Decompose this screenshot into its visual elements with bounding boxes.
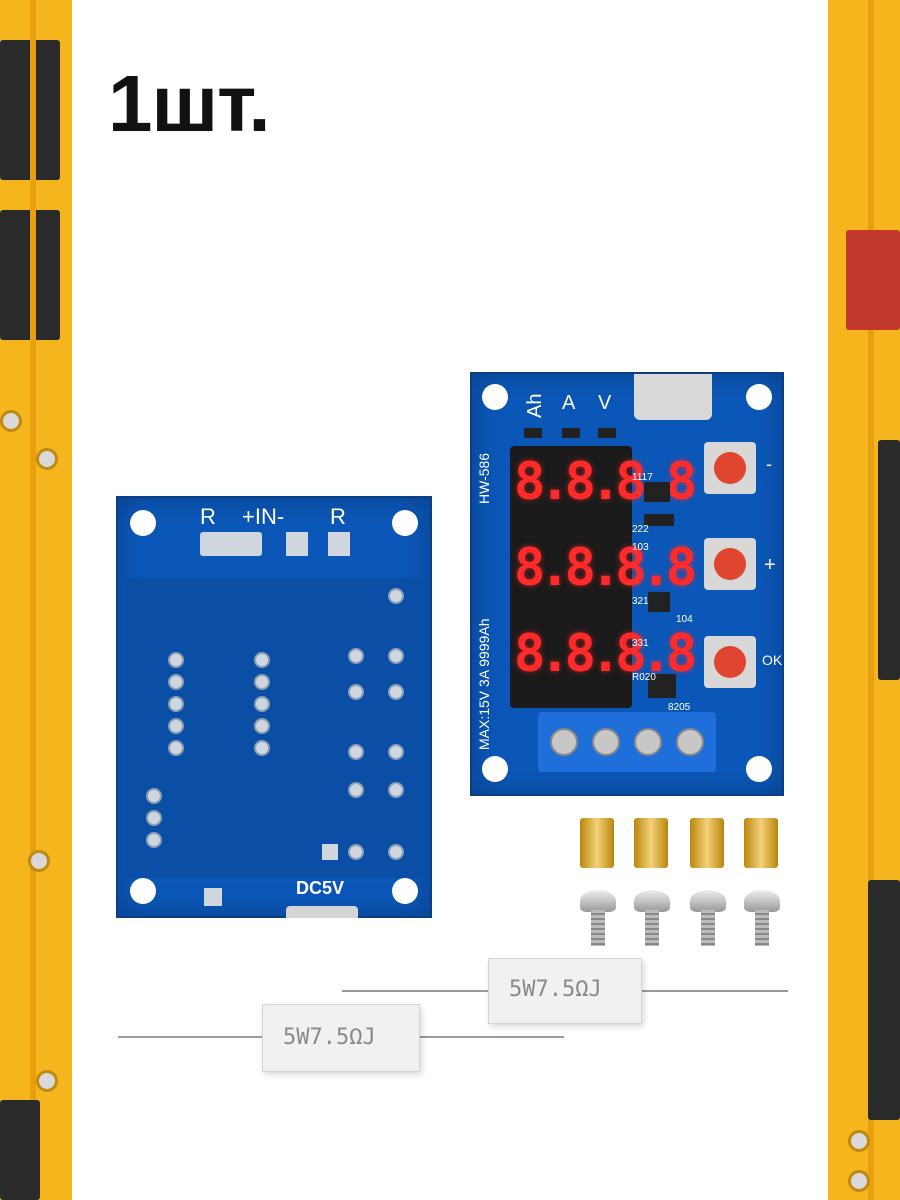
ok-button xyxy=(704,636,756,688)
power-resistor: 5W7.5ΩJ xyxy=(262,1004,420,1072)
solder-pad xyxy=(286,532,308,556)
component-label: 321 xyxy=(632,596,649,607)
indicator-label-v: V xyxy=(598,392,612,414)
resistor-lead xyxy=(418,1036,564,1038)
component-label: 104 xyxy=(676,614,693,625)
back-pcb: R +IN- R DC5V xyxy=(116,496,432,918)
mount-hole xyxy=(482,756,508,782)
mount-hole xyxy=(130,878,156,904)
component-label: 103 xyxy=(632,542,649,553)
solder-pad-strip xyxy=(200,532,262,556)
right-side-board xyxy=(828,0,900,1200)
component-label: 8205 xyxy=(668,702,691,713)
brass-standoff xyxy=(634,818,668,868)
mount-hole xyxy=(746,756,772,782)
screw xyxy=(580,890,616,912)
resistor-lead xyxy=(640,990,788,992)
pin-label-r-left: R xyxy=(200,504,216,529)
solder-pad xyxy=(322,844,338,860)
brass-standoff xyxy=(580,818,614,868)
solder-pad xyxy=(204,888,222,906)
button-label-minus: - xyxy=(766,454,772,474)
screw xyxy=(744,890,780,912)
plus-button xyxy=(704,538,756,590)
specs-label: MAX:15V 3A 9999Ah xyxy=(476,618,492,750)
power-label: DC5V xyxy=(296,878,345,898)
screw-shaft xyxy=(701,910,715,946)
screw-shaft xyxy=(591,910,605,946)
component-label: 331 xyxy=(632,638,649,649)
resistor-marking: 5W7.5ΩJ xyxy=(283,1025,376,1050)
power-resistor: 5W7.5ΩJ xyxy=(488,958,642,1024)
pin-label-r-right: R xyxy=(330,504,346,529)
solder-pad xyxy=(328,532,350,556)
screw-shaft xyxy=(645,910,659,946)
seven-segment-display: 8.8.8.8 8.8.8.8 8.8.8.8 xyxy=(510,446,697,708)
display-row: 8.8.8.8 xyxy=(514,538,697,598)
component-label: R020 xyxy=(632,672,656,683)
brass-standoff xyxy=(744,818,778,868)
model-label: HW-586 xyxy=(476,452,492,504)
micro-usb-port xyxy=(634,374,712,420)
resistor-lead xyxy=(118,1036,262,1038)
screw-terminal xyxy=(538,712,716,772)
quantity-label: 1шт. xyxy=(108,59,271,148)
mount-hole xyxy=(746,384,772,410)
indicator-label-a: A xyxy=(562,392,576,414)
left-side-board xyxy=(0,0,72,1200)
mount-hole xyxy=(482,384,508,410)
resistor-lead xyxy=(342,990,488,992)
mount-hole xyxy=(392,878,418,904)
usb-port xyxy=(286,906,358,918)
mount-hole xyxy=(392,510,418,536)
front-pcb: Ah A V HW-586 MAX:15V 3A 9999Ah 8.8.8.8 … xyxy=(470,372,784,796)
brass-standoff xyxy=(690,818,724,868)
component-label: 1117 xyxy=(632,472,653,483)
mount-hole xyxy=(130,510,156,536)
button-label-plus: + xyxy=(764,554,776,576)
screw xyxy=(690,890,726,912)
indicator-label-ah: Ah xyxy=(524,393,546,418)
screw-shaft xyxy=(755,910,769,946)
pin-label-in: +IN- xyxy=(242,504,285,529)
button-label-ok: OK xyxy=(762,652,783,668)
screw xyxy=(634,890,670,912)
resistor-marking: 5W7.5ΩJ xyxy=(509,977,602,1002)
minus-button xyxy=(704,442,756,494)
component-label: 222 xyxy=(632,524,649,535)
